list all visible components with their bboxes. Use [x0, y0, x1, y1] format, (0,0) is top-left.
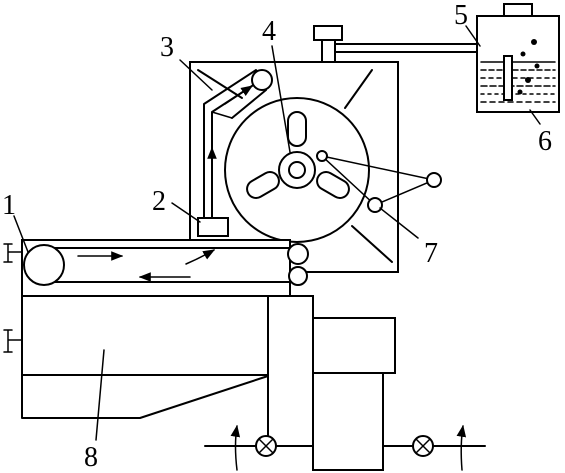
label-8: 8: [84, 442, 98, 473]
labels: 1 2 3 4 5 6 7 8: [2, 0, 552, 473]
liquid-container: [476, 3, 560, 113]
label-2: 2: [152, 186, 166, 217]
label-1: 1: [2, 190, 16, 221]
label-4: 4: [262, 16, 276, 47]
flow-arrow-left-icon: [230, 424, 241, 471]
upper-conveyor: [203, 69, 273, 227]
rotating-drum: [224, 97, 370, 243]
feed-box: [197, 217, 229, 237]
lower-duct: [267, 295, 396, 471]
label-3: 3: [160, 32, 174, 63]
drive-pulley: [23, 244, 65, 286]
idler-pulley: [287, 243, 309, 265]
pipe-left: [204, 424, 314, 471]
linkage-mechanism: [316, 150, 442, 213]
leader-lines: [13, 25, 541, 441]
label-5: 5: [454, 0, 468, 31]
pipe-right: [382, 424, 486, 471]
label-6: 6: [538, 126, 552, 157]
label-7: 7: [424, 238, 438, 269]
conveyor-belt: [21, 239, 309, 297]
flow-arrow-belt-curve-icon: [185, 249, 216, 265]
flow-arrow-diagonal-icon: [224, 85, 253, 105]
flow-arrow-right-icon: [456, 424, 467, 471]
